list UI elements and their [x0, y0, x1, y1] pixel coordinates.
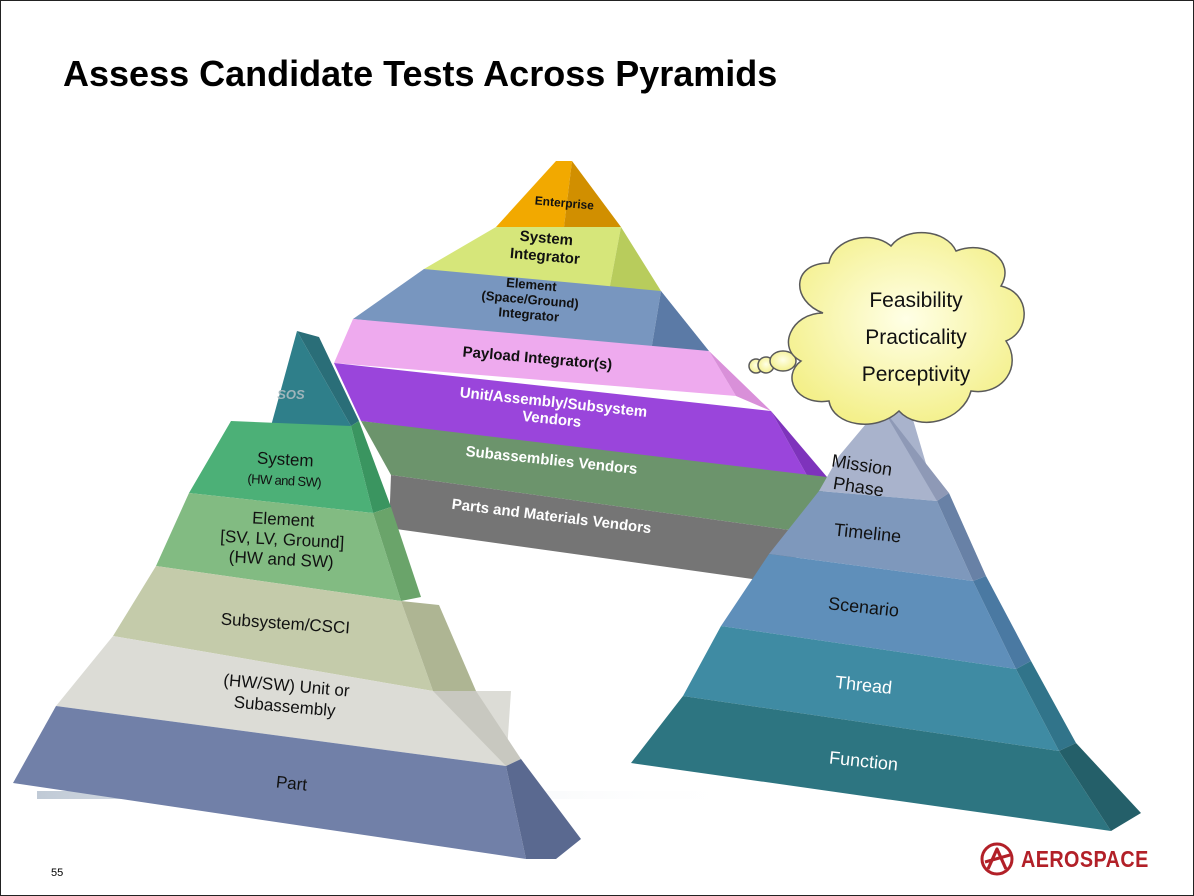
- callout-line-practicality: Practicality: [865, 326, 967, 349]
- callout-line-perceptivity: Perceptivity: [862, 363, 971, 386]
- vendor-tier-system-integrator-label: SystemIntegrator: [509, 227, 582, 268]
- vendor-tier-element-integrator: Element(Space/Ground)Integrator: [353, 269, 709, 351]
- mission-pyramid: MissionPhase Timeline Scenario Thread: [631, 406, 1141, 831]
- aerospace-logo-icon: [980, 842, 1014, 876]
- mission-tier-timeline: Timeline: [769, 491, 986, 581]
- mission-tier-function: Function: [631, 696, 1141, 831]
- system-tier-element: Element[SV, LV, Ground](HW and SW): [156, 493, 421, 601]
- system-pyramid: SOS System(HW and SW) Element[SV, LV, Gr…: [13, 331, 581, 859]
- system-tier-part: Part: [13, 706, 581, 859]
- mission-tier-thread: Thread: [683, 626, 1076, 751]
- vendor-pyramid: Enterprise SystemIntegrator Element(Spac…: [334, 161, 827, 583]
- vendor-tier-enterprise-label: Enterprise: [534, 193, 595, 212]
- aerospace-logo-text: AEROSPACE: [1021, 845, 1149, 872]
- callout-cloud: [787, 232, 1025, 425]
- vendor-tier-payload-integrator: Payload Integrator(s): [334, 319, 771, 411]
- vendor-tier-element-integrator-label: Element(Space/Ground)Integrator: [480, 273, 581, 326]
- system-tier-subsystem: Subsystem/CSCI: [113, 566, 476, 691]
- thought-cloud: Feasibility Practicality Perceptivity: [748, 232, 1025, 425]
- system-tier-unit: (HW/SW) Unit orSubassembly: [56, 636, 521, 766]
- system-tier-sos-label: SOS: [277, 387, 305, 402]
- thought-bubble-large: [769, 350, 797, 372]
- slide-number: 55: [51, 867, 64, 879]
- callout-line-feasibility: Feasibility: [869, 289, 963, 312]
- aerospace-logo: AEROSPACE: [979, 841, 1170, 877]
- system-tier-system-label: System(HW and SW): [247, 448, 323, 490]
- slide-title: Assess Candidate Tests Across Pyramids: [63, 53, 778, 94]
- mission-tier-scenario: Scenario: [721, 554, 1031, 669]
- system-tier-part-label: Part: [275, 772, 308, 794]
- vendor-tier-enterprise: Enterprise: [496, 161, 621, 227]
- svg-text:Enterprise: Enterprise: [534, 193, 595, 212]
- vendor-tier-system-integrator: SystemIntegrator: [424, 227, 661, 291]
- mission-tier-mission-phase: MissionPhase: [819, 406, 949, 501]
- system-tier-sos: SOS: [271, 331, 359, 426]
- system-tier-system: System(HW and SW): [189, 421, 391, 513]
